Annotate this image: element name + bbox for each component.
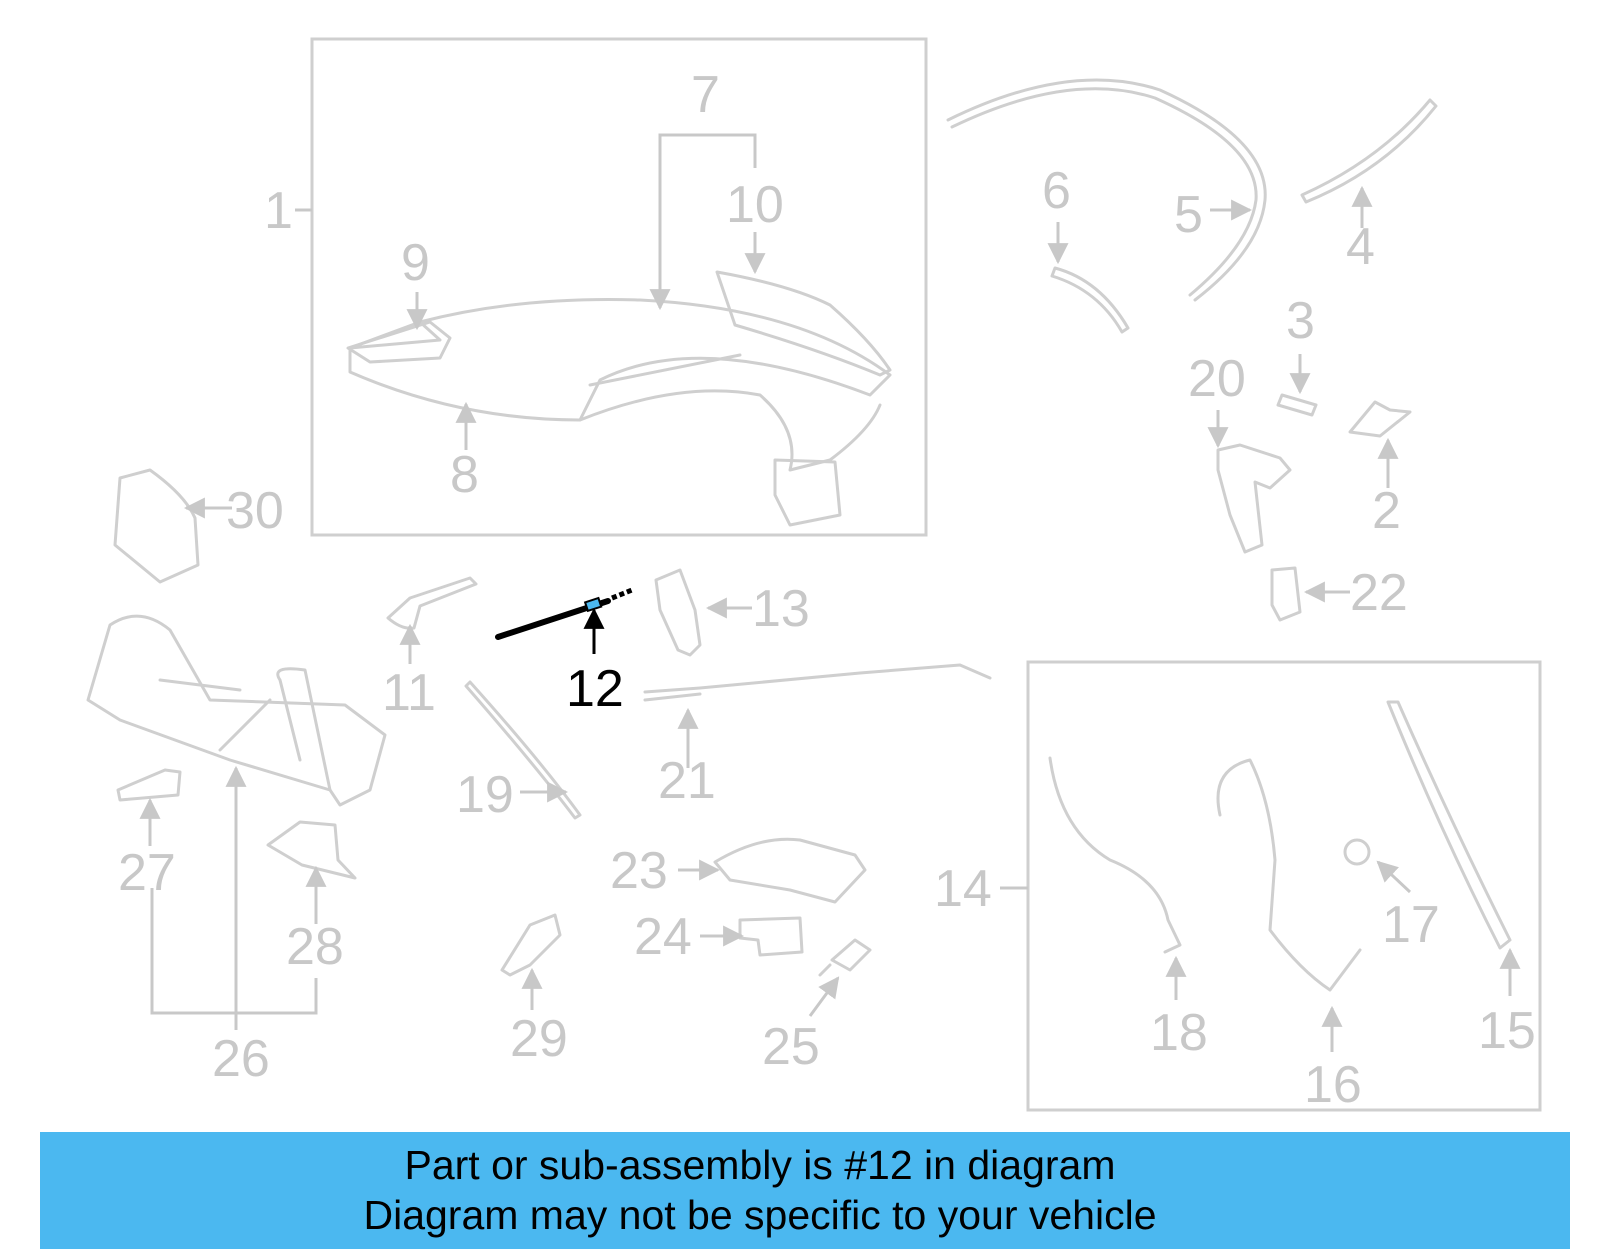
harness-18-part <box>1048 756 1182 954</box>
front-seal-part <box>946 78 1267 302</box>
callout-28: 28 <box>286 918 344 976</box>
callout-25: 25 <box>762 1018 820 1076</box>
rod-11-part <box>386 576 478 630</box>
callout-27: 27 <box>118 844 176 902</box>
callout-4: 4 <box>1346 218 1375 276</box>
callout-23: 23 <box>610 842 668 900</box>
callout-15: 15 <box>1478 1002 1536 1060</box>
callout-leaders <box>139 133 1521 1052</box>
corner-seal-part <box>1300 98 1438 204</box>
callout-24: 24 <box>634 908 692 966</box>
callout-13: 13 <box>752 580 810 638</box>
callout-2: 2 <box>1372 482 1401 540</box>
callout-18: 18 <box>1150 1004 1208 1062</box>
info-banner: Part or sub-assembly is #12 in diagram D… <box>40 1132 1570 1249</box>
banner-line-2: Diagram may not be specific to your vehi… <box>363 1192 1157 1238</box>
callout-19: 19 <box>456 766 514 824</box>
cover-23-part <box>713 837 867 904</box>
strip-19-part <box>464 680 582 820</box>
top-assembly-box <box>310 37 928 537</box>
grommet-17-part <box>1343 838 1371 866</box>
bracket-13-part <box>654 568 702 657</box>
screw-25-part <box>818 938 872 977</box>
soft-top-part <box>348 297 892 527</box>
mesh-panel-part <box>346 320 452 364</box>
callout-1: 1 <box>264 182 293 240</box>
clip-22-part <box>1270 566 1302 622</box>
pin-part <box>1276 393 1318 417</box>
rear-window-part <box>715 270 892 377</box>
strip-15-part <box>1386 700 1512 950</box>
callout-16: 16 <box>1304 1056 1362 1114</box>
highlighted-part-12 <box>495 587 633 640</box>
callout-7: 7 <box>691 66 720 124</box>
latch-motor-part <box>1216 443 1292 554</box>
bracket-2-part <box>1348 400 1412 438</box>
callout-3: 3 <box>1286 292 1315 350</box>
cover-30-part <box>113 468 200 584</box>
callout-8: 8 <box>450 446 479 504</box>
front-seal-inner <box>950 87 1258 297</box>
callout-22: 22 <box>1350 564 1408 622</box>
callout-10: 10 <box>726 176 784 234</box>
callout-30: 30 <box>226 482 284 540</box>
callout-20: 20 <box>1188 350 1246 408</box>
callout-9: 9 <box>401 234 430 292</box>
harness-16-part <box>1216 758 1362 992</box>
banner-line-1: Part or sub-assembly is #12 in diagram <box>404 1142 1116 1188</box>
side-seal-part <box>1050 266 1130 334</box>
cable-21-part <box>643 663 992 702</box>
callout-6: 6 <box>1042 162 1071 220</box>
callout-26: 26 <box>212 1030 270 1088</box>
handle-29-part <box>500 913 562 977</box>
clip-24-part <box>738 916 804 957</box>
callout-5: 5 <box>1174 186 1203 244</box>
callout-17: 17 <box>1382 896 1440 954</box>
callout-14: 14 <box>934 860 992 918</box>
frame-26-part <box>86 614 387 807</box>
callout-12: 12 <box>566 660 624 718</box>
callout-21: 21 <box>658 752 716 810</box>
callout-11: 11 <box>382 664 436 722</box>
callout-29: 29 <box>510 1010 568 1068</box>
parts-diagram: 1 2 3 4 5 6 7 8 9 10 11 12 13 14 15 16 1… <box>86 37 1542 1114</box>
wiring-assembly-box <box>1026 660 1542 1112</box>
bracket-28-part <box>266 820 357 880</box>
pad-27-part <box>116 768 182 802</box>
